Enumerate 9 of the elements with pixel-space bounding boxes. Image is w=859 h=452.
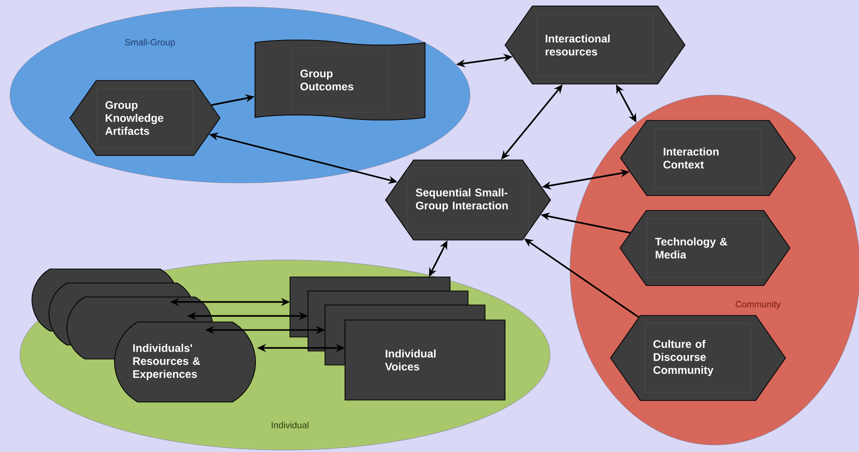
hexagon-box: Group Knowledge Artifacts xyxy=(70,80,220,156)
hexagon-box: Interaction Context xyxy=(620,120,796,196)
hexagon-box: Sequential Small-Group Interaction xyxy=(385,160,551,240)
hexagon-box: Technology & Media xyxy=(620,210,790,286)
wave-box: Group Outcomes xyxy=(254,40,426,120)
hexagon-box: Interactional resources xyxy=(504,6,686,84)
rounded-stack-drawing: Individuals' Resources & Experiences xyxy=(32,268,256,402)
hexagon-box: Culture of Discourse Community xyxy=(610,315,786,401)
box-stack-drawing: Individual Voices xyxy=(290,276,506,400)
